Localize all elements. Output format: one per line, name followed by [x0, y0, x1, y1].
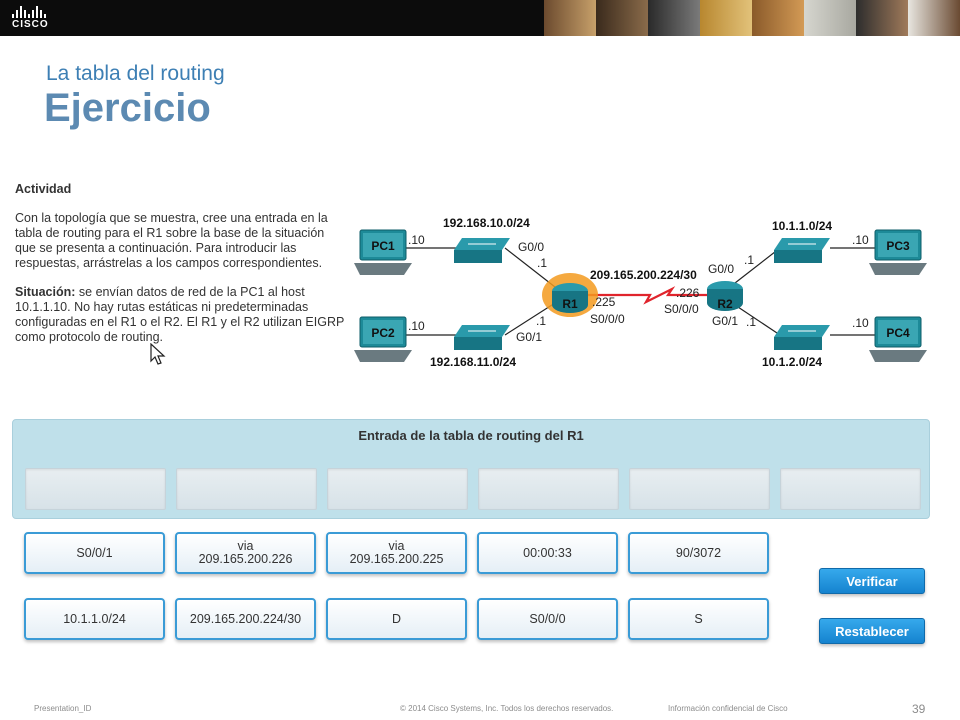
drop-slot-2[interactable]	[176, 468, 317, 510]
router-r1-icon: R1	[542, 273, 598, 317]
answer-card-via-225[interactable]: via 209.165.200.225	[326, 532, 467, 574]
answer-card-via-226[interactable]: via 209.165.200.226	[175, 532, 316, 574]
activity-instructions: Con la topología que se muestra, cree un…	[15, 211, 328, 270]
r2-g00-label: G0/0	[708, 262, 734, 276]
footer-confidential: Información confidencial de Cisco	[668, 704, 788, 713]
net-10-1-1-label: 10.1.1.0/24	[772, 219, 832, 233]
activity-text: Actividad Con la topología que se muestr…	[15, 182, 347, 359]
r1-g00-label: G0/0	[518, 240, 544, 254]
switch-4-icon	[774, 325, 830, 350]
r2-label: R2	[717, 297, 733, 311]
net-192-168-11-label: 192.168.11.0/24	[430, 355, 516, 369]
page-number: 39	[912, 702, 926, 716]
slide-subtitle: La tabla del routing	[46, 62, 225, 85]
switch-1-icon	[454, 238, 510, 263]
r1-s000-label: S0/0/0	[590, 312, 625, 326]
r2-g01-ip-label: .1	[746, 315, 756, 329]
drop-slot-5[interactable]	[629, 468, 770, 510]
scenario-label: Situación:	[15, 285, 76, 299]
drop-slot-3[interactable]	[327, 468, 468, 510]
r1-g01-label: G0/1	[516, 330, 542, 344]
answer-card-s001[interactable]: S0/0/1	[24, 532, 165, 574]
pc2-node: PC2	[354, 316, 412, 362]
pc1-host-label: .10	[408, 233, 425, 247]
routing-entry-panel: Entrada de la tabla de routing del R1	[12, 419, 930, 519]
r2-wan-ip-label: .226	[676, 286, 700, 300]
r1-label: R1	[562, 297, 578, 311]
pc3-host-label: .10	[852, 233, 869, 247]
router-r2-icon: R2	[707, 281, 743, 311]
cisco-logo-bars-icon	[12, 4, 56, 18]
answer-card-code-d[interactable]: D	[326, 598, 467, 640]
top-banner: CISCO	[0, 0, 960, 36]
net-192-168-10-label: 192.168.10.0/24	[443, 216, 530, 230]
drop-slots	[25, 468, 921, 510]
r1-g01-ip-label: .1	[536, 314, 546, 328]
activity-scenario: Situación: se envían datos de red de la …	[15, 285, 347, 345]
drop-slot-1[interactable]	[25, 468, 166, 510]
switch-2-icon	[454, 325, 510, 350]
answer-card-s000[interactable]: S0/0/0	[477, 598, 618, 640]
cisco-logo: CISCO	[12, 4, 56, 32]
activity-heading: Actividad	[15, 182, 72, 196]
answer-card-network[interactable]: 10.1.1.0/24	[24, 598, 165, 640]
slide-title: Ejercicio	[44, 86, 211, 130]
routing-entry-title: Entrada de la tabla de routing del R1	[358, 428, 584, 443]
footer-copyright: © 2014 Cisco Systems, Inc. Todos los der…	[400, 704, 614, 713]
pc2-label: PC2	[371, 326, 395, 340]
r2-g01-label: G0/1	[712, 314, 738, 328]
answer-card-timer[interactable]: 00:00:33	[477, 532, 618, 574]
answer-card-code-s[interactable]: S	[628, 598, 769, 640]
pc4-node: PC4	[869, 316, 927, 362]
answer-card-wan-network[interactable]: 209.165.200.224/30	[175, 598, 316, 640]
mouse-cursor-icon	[150, 343, 166, 365]
footer-presentation-id: Presentation_ID	[34, 704, 92, 713]
drop-slot-6[interactable]	[780, 468, 921, 510]
drop-slot-4[interactable]	[478, 468, 619, 510]
pc1-node: PC1	[354, 229, 412, 275]
r2-g00-ip-label: .1	[744, 253, 754, 267]
r2-s000-label: S0/0/0	[664, 302, 699, 316]
pc3-label: PC3	[886, 239, 910, 253]
reset-button[interactable]: Restablecer	[819, 618, 925, 644]
verify-button[interactable]: Verificar	[819, 568, 925, 594]
net-wan-label: 209.165.200.224/30	[590, 268, 697, 282]
pc4-host-label: .10	[852, 316, 869, 330]
switch-3-icon	[774, 238, 830, 263]
cisco-logo-text: CISCO	[12, 19, 49, 30]
net-10-1-2-label: 10.1.2.0/24	[762, 355, 822, 369]
pc1-label: PC1	[371, 239, 395, 253]
banner-photo-strip	[544, 0, 960, 36]
pc3-node: PC3	[869, 229, 927, 275]
answer-card-metric[interactable]: 90/3072	[628, 532, 769, 574]
network-topology: PC1 PC2 PC3 PC4	[354, 216, 927, 369]
pc2-host-label: .10	[408, 319, 425, 333]
scenario-text: se envían datos de red de la PC1 al host…	[15, 285, 345, 344]
pc4-label: PC4	[886, 326, 910, 340]
r1-wan-ip-label: .225	[592, 295, 616, 309]
r1-g00-ip-label: .1	[537, 256, 547, 270]
